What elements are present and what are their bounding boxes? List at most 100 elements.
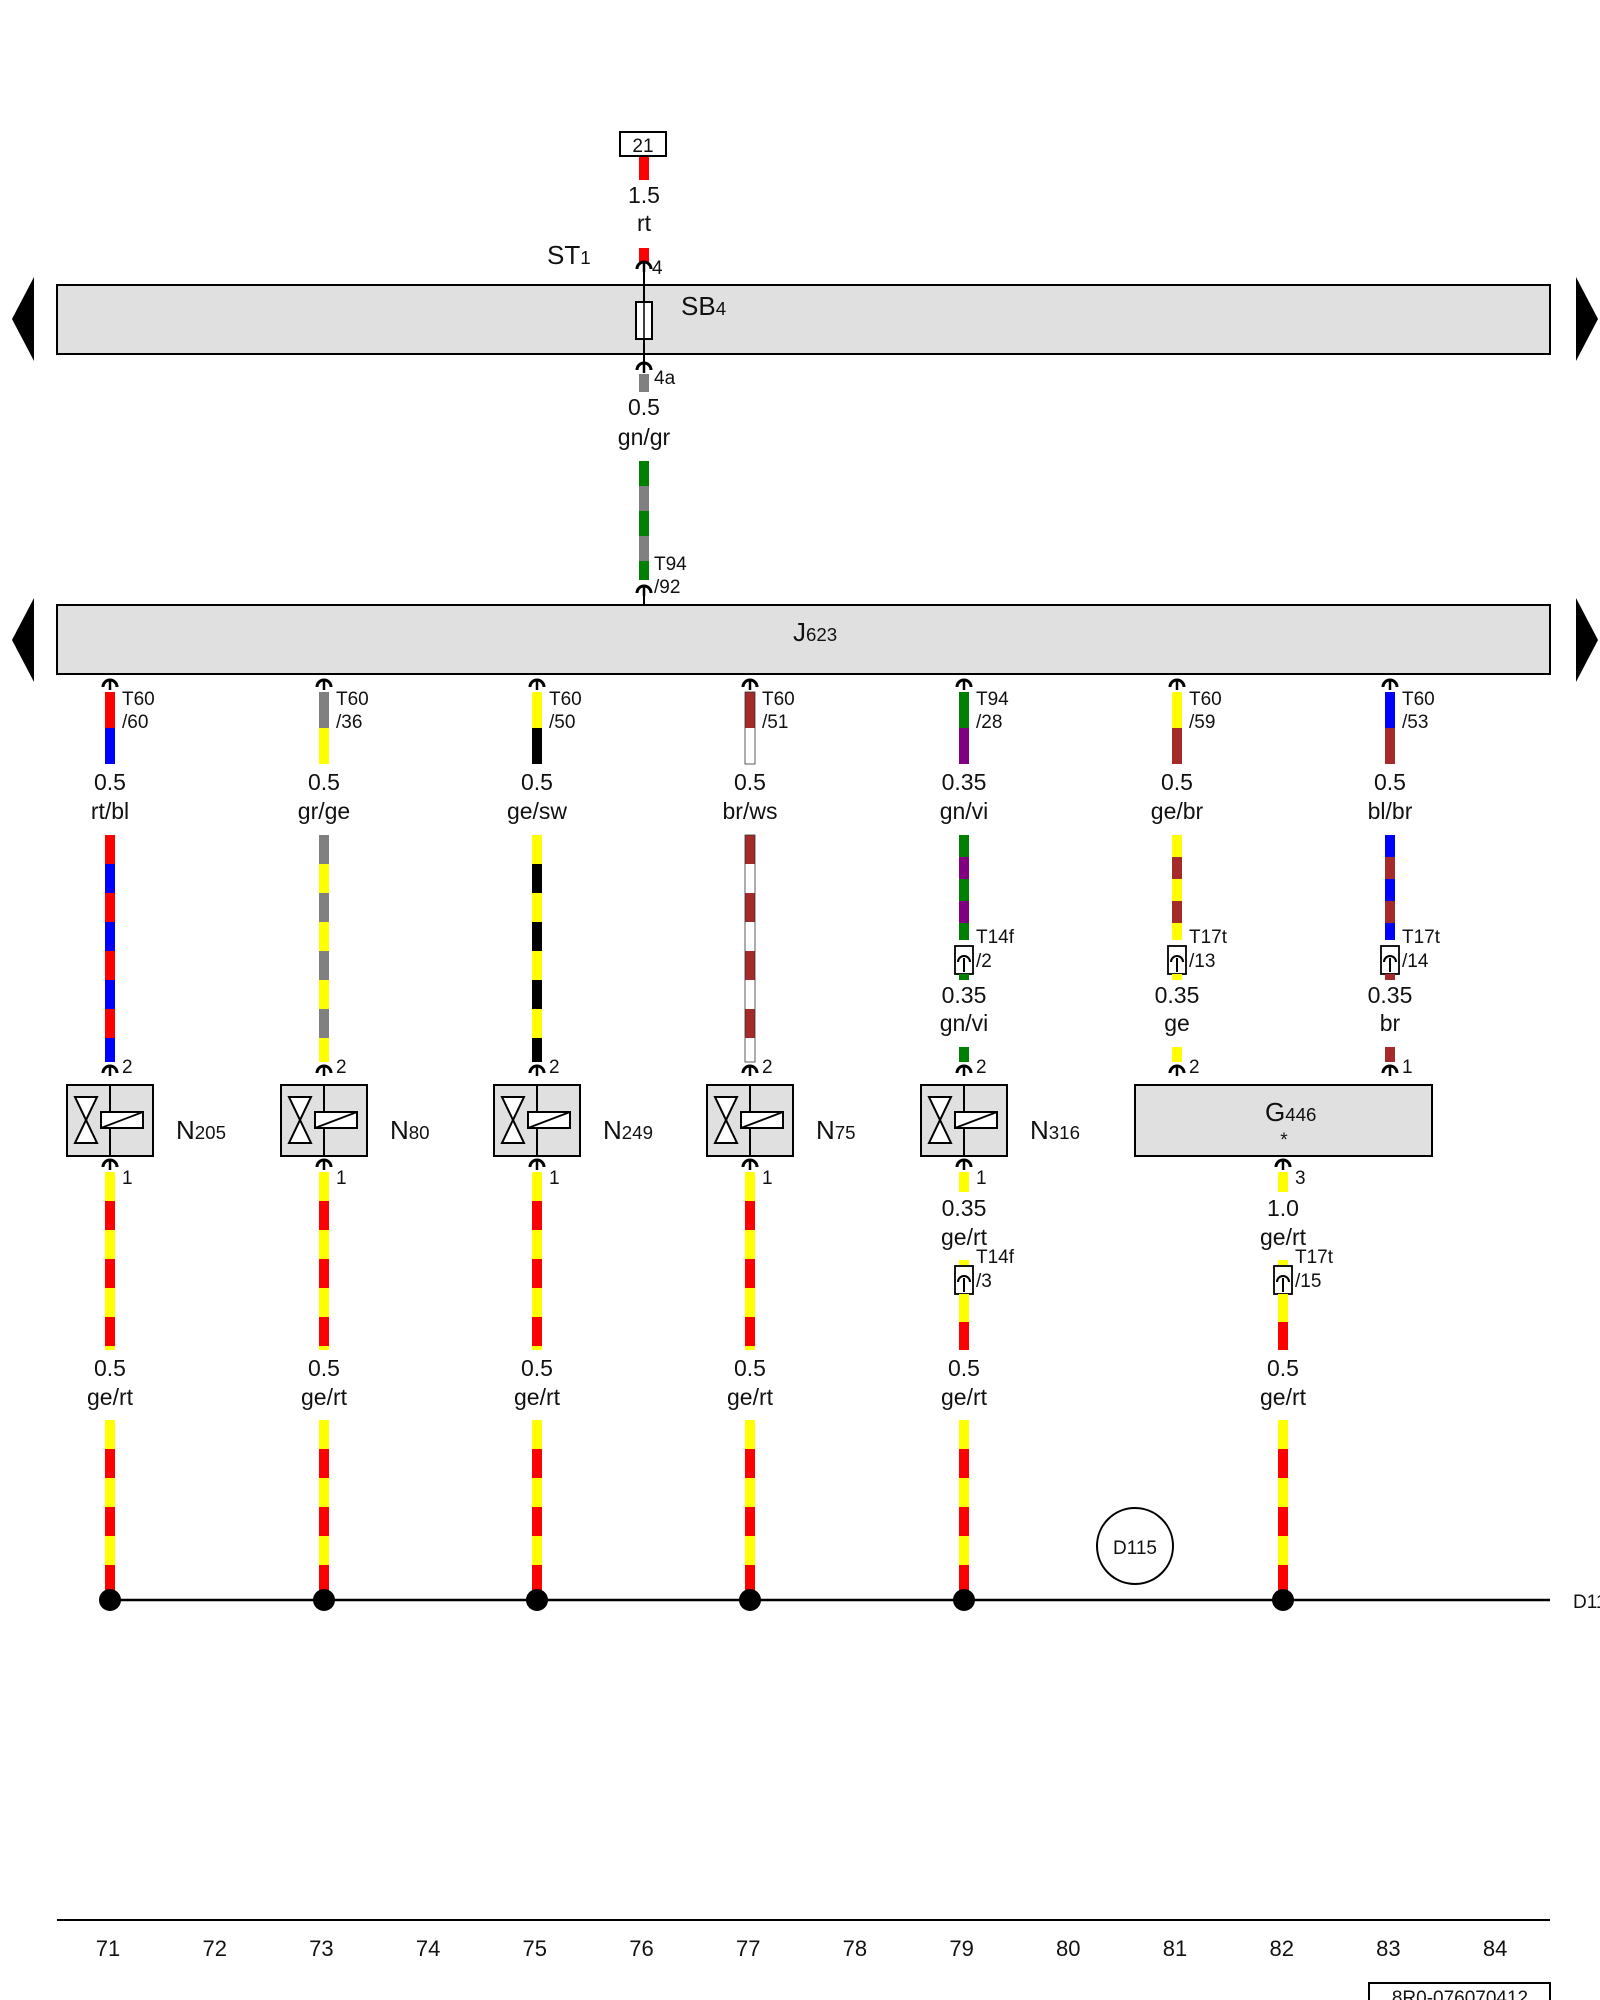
col-2-wire-gnd-seg (319, 1565, 329, 1594)
sensor-note: * (1280, 1130, 1288, 1151)
col-2-wire-gnd-seg (319, 1478, 329, 1507)
col-2-wire-bot-seg (319, 1172, 329, 1201)
col-4-cu-pin: /51 (762, 712, 788, 733)
wire-feed (639, 461, 649, 580)
feed-connector-label: T94 (654, 554, 687, 575)
col-1-wire-bot (105, 1172, 115, 1350)
col-4-wire-bot-seg (745, 1172, 755, 1201)
col-6-wire-upper-seg (1172, 923, 1182, 940)
fuse-carrier-band (56, 284, 1551, 355)
wire-feed-size: 0.5 (628, 394, 660, 420)
col-6-wire-lower-base (1172, 1047, 1182, 1062)
col-7-cu-conn: T60 (1402, 689, 1435, 710)
feed-connector-pin: /92 (654, 577, 680, 598)
sensor-wire-lower-seg (1278, 1322, 1288, 1350)
col-5-bot-size: 0.35 (942, 1195, 987, 1221)
col-3-wire-gnd-seg (532, 1478, 542, 1507)
col-6-wire-upper-seg (1172, 901, 1182, 923)
col-3-wire-size: 0.5 (521, 769, 553, 795)
col-1-wire-upper-seg (105, 864, 115, 893)
solenoid-diagonal (314, 1111, 358, 1129)
col-5-wire-gnd (959, 1420, 969, 1600)
col-2-comp-label: N80 (390, 1115, 430, 1145)
col-5-bot-conn: T14f (976, 1247, 1015, 1268)
col-4-wire-color: br/ws (723, 798, 778, 824)
col-3-wire-upper-seg (532, 951, 542, 980)
wire-feed-seg (639, 561, 649, 580)
col-5-wire-gnd-seg (959, 1536, 969, 1565)
col-4-cu-conn: T60 (762, 689, 795, 710)
valve-lower-triangle-icon (73, 1117, 99, 1144)
col-3-wire-gnd-seg (532, 1507, 542, 1536)
col-6-wire-color: ge/br (1151, 798, 1204, 824)
col-5-comp-pin-bot: 1 (976, 1168, 987, 1189)
wire-feed-stub (639, 374, 649, 392)
col-1-wire-upper-seg (105, 1038, 115, 1062)
col-2-wire-gnd-seg (319, 1536, 329, 1565)
col-5-wire-upper-seg (959, 901, 969, 923)
col-7-wire-upper-seg (1385, 879, 1395, 901)
col-7-wire-mid-stub (1385, 974, 1395, 980)
col-4-wire-gnd-seg (745, 1420, 755, 1449)
col-5-mid-color: gn/vi (940, 1010, 989, 1036)
col-7-cu-pin: /53 (1402, 712, 1428, 733)
col-5-mid-pin: /2 (976, 951, 992, 972)
valve-upper-triangle-icon (713, 1096, 739, 1123)
col-4-wire-gnd-seg (745, 1565, 755, 1594)
col-4-wire-gnd-seg (745, 1507, 755, 1536)
col-2-wire-stub-seg (319, 692, 329, 728)
col-5-wire-upper-seg (959, 879, 969, 901)
col-3-wire-gnd-seg (532, 1420, 542, 1449)
col-5-wire-upper (959, 835, 969, 940)
col-5-wire-gnd-seg (959, 1449, 969, 1478)
sensor-wire-gnd-seg (1278, 1507, 1288, 1536)
sensor-wire-stub (1278, 1172, 1288, 1192)
col-5-wire-bot (959, 1260, 969, 1265)
col-5-wire-stub-seg (959, 728, 969, 764)
col-1-comp-pin-top: 2 (122, 1057, 133, 1078)
col-1-wire-bot-seg (105, 1317, 115, 1346)
col-1-comp-label: N205 (176, 1115, 226, 1145)
col-7-wire-stub-seg (1385, 728, 1395, 764)
col-7-wire-color: bl/br (1368, 798, 1413, 824)
col-4-wire-gnd-seg (745, 1449, 755, 1478)
col-6-wire-stub-seg (1172, 692, 1182, 728)
sensor-conn-pin: /15 (1295, 1271, 1321, 1292)
solenoid-diagonal (527, 1111, 571, 1129)
column-number: 78 (843, 1936, 867, 1961)
col-7-wire-upper-seg (1385, 835, 1395, 857)
col-2-comp-pin-bot: 1 (336, 1168, 347, 1189)
col-3-valve (493, 1084, 581, 1157)
col-5-wire-stub (959, 692, 969, 764)
col-4-comp-pin-top: 2 (762, 1057, 773, 1078)
page-arrow-left-icon (12, 598, 34, 682)
col-2-wire-upper-seg (319, 864, 329, 893)
col-4-wire-bot (745, 1172, 755, 1350)
col-2-wire-upper-seg (319, 980, 329, 1009)
column-number: 84 (1483, 1936, 1507, 1961)
col-1-wire-bot-seg (105, 1201, 115, 1230)
col-3-wire-bot-seg (532, 1172, 542, 1201)
col-5-wire-mid-stub-seg (959, 974, 969, 980)
sensor-wire-gnd-seg (1278, 1449, 1288, 1478)
wire-supply (639, 157, 649, 180)
col-4-wire-bot-seg (745, 1259, 755, 1288)
col-4-wire-stub-seg (745, 728, 755, 764)
col-1-wire-upper-seg (105, 922, 115, 951)
col-6-wire-mid-stub (1172, 974, 1182, 980)
col-5-cu-pin: /28 (976, 712, 1002, 733)
valve-lower-triangle-icon (500, 1117, 526, 1144)
col-2-wire-bot-seg (319, 1346, 329, 1350)
col-2-wire-upper-seg (319, 922, 329, 951)
col-1-wire-upper-seg (105, 835, 115, 864)
col-2-wire-bot-seg (319, 1201, 329, 1230)
col-6-cu-pin: /59 (1189, 712, 1215, 733)
col-1-comp-pin-bot: 1 (122, 1168, 133, 1189)
col-1-wire-upper-seg (105, 980, 115, 1009)
col-7-wire-upper (1385, 835, 1395, 940)
col-1-wire-gnd-seg (105, 1507, 115, 1536)
col-1-wire-bot-seg (105, 1288, 115, 1317)
col-5-bot-color: ge/rt (941, 1224, 988, 1250)
col-1-wire-upper-seg (105, 1009, 115, 1038)
solenoid-diagonal (954, 1111, 998, 1129)
